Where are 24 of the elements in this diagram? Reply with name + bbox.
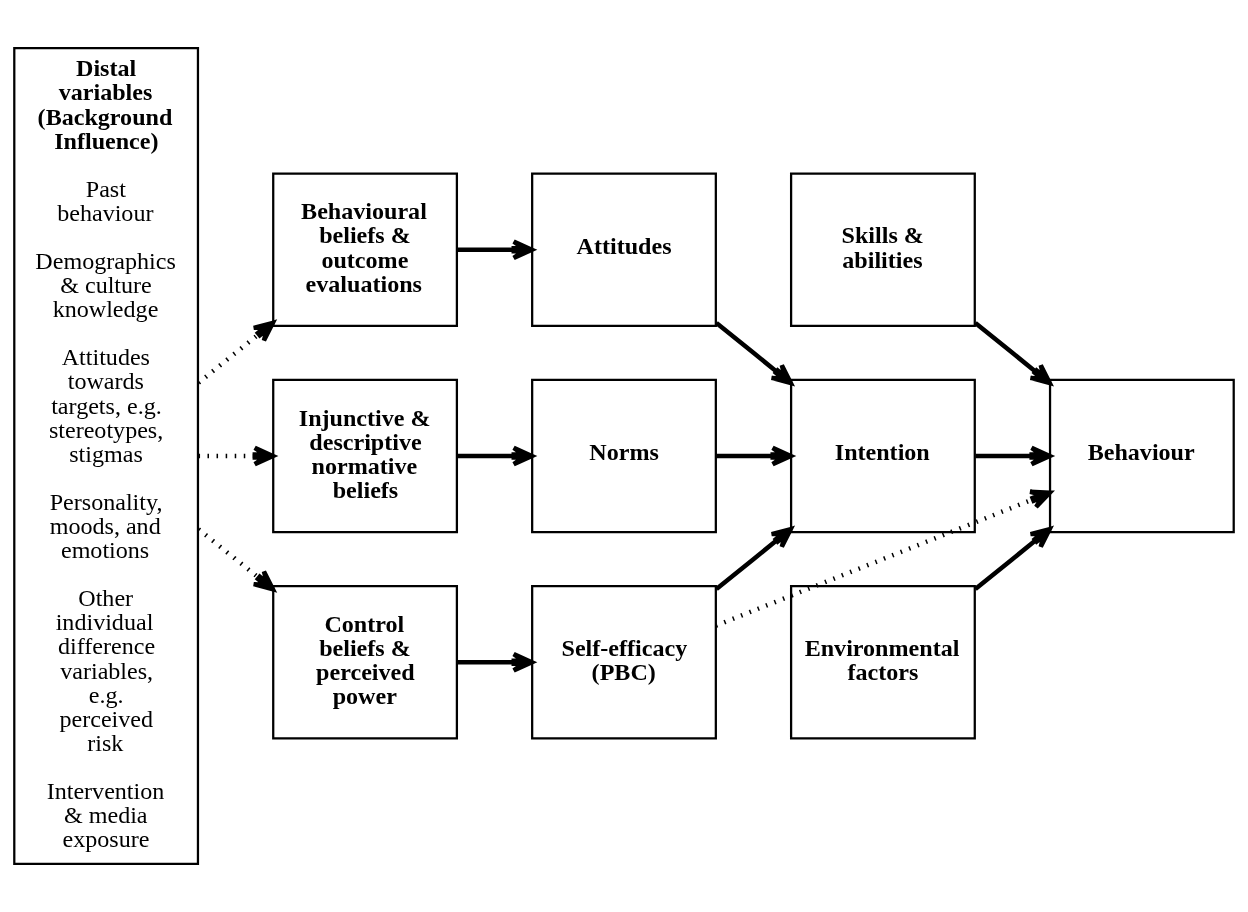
arrow [715, 526, 794, 591]
node-box: Attitudes [531, 172, 717, 327]
node-box: Skills & abilities [790, 172, 976, 327]
node-box: Environmental factors [790, 585, 976, 740]
arrow [457, 445, 535, 467]
arrow [716, 445, 794, 467]
arrow [975, 445, 1052, 467]
node-box: Control beliefs & perceived power [272, 585, 458, 740]
node-box: Distal variables (Background Influence) Past behaviour Demographics & culture knowledge Attitudes towards targets, e.g. stereotypes, stigmas Personality, moods, and emotions Other individual difference variables, e.g. perceived risk Intervention & media exposure [13, 46, 200, 866]
arrow [457, 239, 535, 261]
arrow [197, 320, 276, 385]
arrow [457, 651, 535, 673]
arrow [198, 445, 276, 467]
arrow [715, 489, 1053, 628]
node-box: Behaviour [1048, 378, 1235, 534]
node-box: Intention [790, 378, 976, 534]
node-box: Self-efficacy (PBC) [531, 585, 717, 740]
node-box: Norms [531, 378, 717, 534]
arrow [973, 321, 1052, 386]
arrow [973, 526, 1052, 591]
arrow [197, 527, 276, 592]
node-box: Behavioural beliefs & outcome evaluations [272, 172, 458, 327]
node-box: Injunctive & descriptive normative beliefs [272, 378, 458, 534]
arrow [715, 321, 794, 386]
